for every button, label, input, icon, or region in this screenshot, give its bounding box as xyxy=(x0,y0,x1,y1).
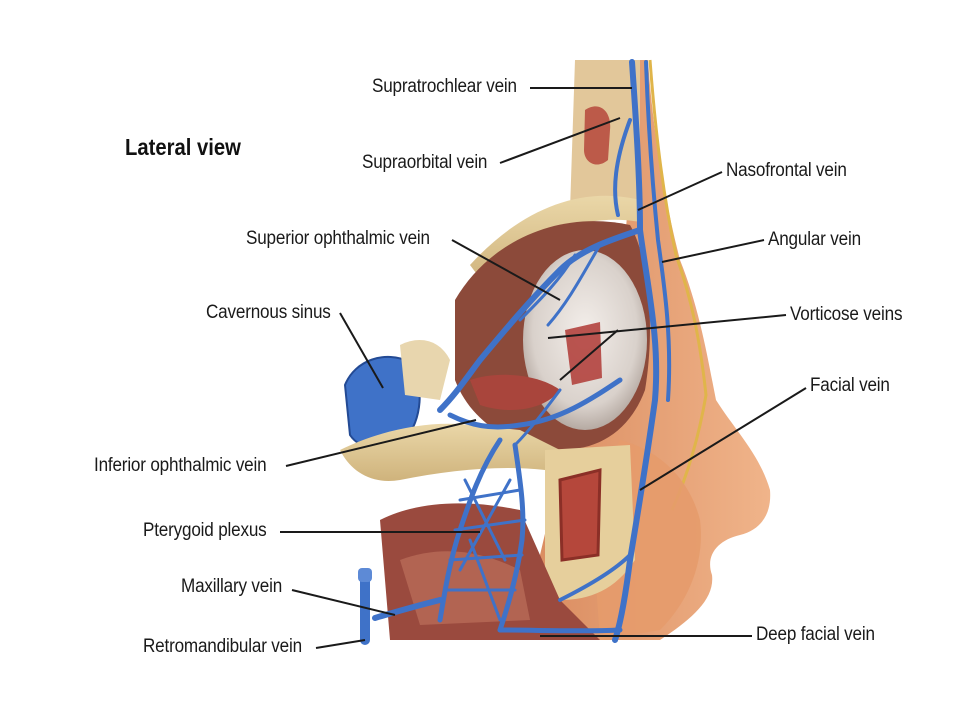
orbit-floor xyxy=(340,423,560,481)
label-angular-vein: Angular vein xyxy=(768,229,861,250)
rectus-muscle xyxy=(565,322,602,385)
label-supraorbital-vein: Supraorbital vein xyxy=(362,152,488,173)
maxillary-sinus xyxy=(558,468,602,562)
orbit-roof xyxy=(470,195,640,285)
leader-retromandibular xyxy=(315,639,366,649)
label-cavernous-sinus: Cavernous sinus xyxy=(206,302,331,323)
frontal-sinus xyxy=(584,106,611,165)
leader-maxillary xyxy=(291,589,396,616)
sphenoid-bone xyxy=(400,340,450,400)
leader-facial xyxy=(639,387,807,491)
label-vorticose-veins: Vorticose veins xyxy=(790,304,903,325)
skin-edge-line xyxy=(648,59,708,511)
label-facial-vein: Facial vein xyxy=(810,375,890,396)
lower-muscle-highlight xyxy=(400,551,530,625)
leader-nasofrontal xyxy=(637,171,723,211)
label-deep-facial-vein: Deep facial vein xyxy=(756,624,875,645)
leader-vorticose-1 xyxy=(547,314,787,339)
view-title: Lateral view xyxy=(125,134,241,160)
leader-supraorbital xyxy=(499,117,621,164)
leader-vorticose-2 xyxy=(559,329,619,381)
label-pterygoid-plexus: Pterygoid plexus xyxy=(143,520,267,541)
label-nasofrontal-vein: Nasofrontal vein xyxy=(726,160,847,181)
orbit-muscle xyxy=(470,374,560,410)
vein-network xyxy=(360,59,672,645)
label-maxillary-vein: Maxillary vein xyxy=(181,576,283,597)
leader-cavernous xyxy=(339,312,384,389)
retromandibular-stub xyxy=(358,568,372,582)
label-retromandibular-vein: Retromandibular vein xyxy=(143,636,302,657)
label-supratrochlear-vein: Supratrochlear vein xyxy=(372,76,517,97)
leader-inferior-ophthalmic xyxy=(285,419,477,467)
label-inferior-ophthalmic-vein: Inferior ophthalmic vein xyxy=(94,455,267,476)
leader-superior-ophthalmic xyxy=(451,239,561,301)
label-superior-ophthalmic-vein: Superior ophthalmic vein xyxy=(246,228,430,249)
leader-angular xyxy=(661,239,765,263)
